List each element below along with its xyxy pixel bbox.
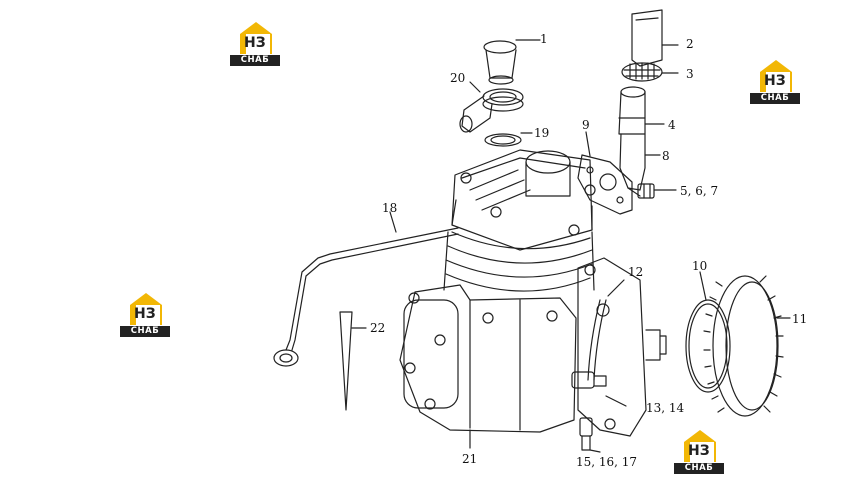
logo-monogram: НЗ <box>244 35 266 51</box>
logo-house-icon <box>240 22 272 54</box>
callout-2: 2 <box>686 37 694 51</box>
part-1-cap <box>483 40 517 85</box>
callout-3: 3 <box>686 67 694 81</box>
callout-12: 12 <box>628 265 644 279</box>
logo-monogram: НЗ <box>688 443 710 459</box>
part-11-gear <box>703 275 784 417</box>
callout-13-14: 13, 14 <box>646 401 685 415</box>
callout-10: 10 <box>692 259 708 273</box>
logo-house-icon <box>684 430 716 462</box>
callout-1: 1 <box>540 32 548 46</box>
part-4-8-pipe <box>618 86 646 197</box>
callout-19: 19 <box>534 126 550 140</box>
part-22-dipstick <box>339 311 353 411</box>
logo-text: СНАБ <box>230 55 280 66</box>
callout-9: 9 <box>582 118 590 132</box>
callout-22: 22 <box>370 321 386 335</box>
callout-20: 20 <box>450 71 466 85</box>
cylinder-fins <box>443 231 595 292</box>
callout-11: 11 <box>792 312 808 326</box>
watermark-logo: НЗ СНАБ <box>120 291 170 337</box>
part-2-hose <box>631 9 663 67</box>
callout-21: 21 <box>462 452 478 466</box>
callout-18: 18 <box>382 201 398 215</box>
watermark-logo: НЗ СНАБ <box>750 58 800 104</box>
rear-housing <box>577 257 667 437</box>
callout-8: 8 <box>662 149 670 163</box>
part-5-6-7-fitting <box>637 183 655 199</box>
callout-4: 4 <box>668 118 676 132</box>
part-21-crankcase <box>399 284 577 433</box>
logo-text: СНАБ <box>674 463 724 474</box>
part-20-banjo <box>459 88 524 133</box>
part-12-oil-line <box>587 299 610 381</box>
part-15-16-17-bolt <box>579 417 593 451</box>
part-3-clamp <box>621 62 663 82</box>
cylinder-head <box>451 149 596 251</box>
watermark-logo: НЗ СНАБ <box>230 20 280 66</box>
part-10-seal-ring <box>685 299 731 393</box>
callout-5-6-7: 5, 6, 7 <box>680 184 719 198</box>
callout-15-16-17: 15, 16, 17 <box>576 455 638 469</box>
logo-text: СНАБ <box>750 93 800 104</box>
watermark-logo: НЗ СНАБ <box>674 428 724 474</box>
part-18-pipe-line <box>273 227 459 367</box>
logo-house-icon <box>760 60 792 92</box>
logo-monogram: НЗ <box>764 73 786 89</box>
logo-text: СНАБ <box>120 326 170 337</box>
logo-monogram: НЗ <box>134 306 156 322</box>
part-13-14-fitting <box>571 371 607 389</box>
part-19-washer <box>484 133 522 147</box>
logo-house-icon <box>130 293 162 325</box>
part-9-gasket <box>577 154 633 215</box>
